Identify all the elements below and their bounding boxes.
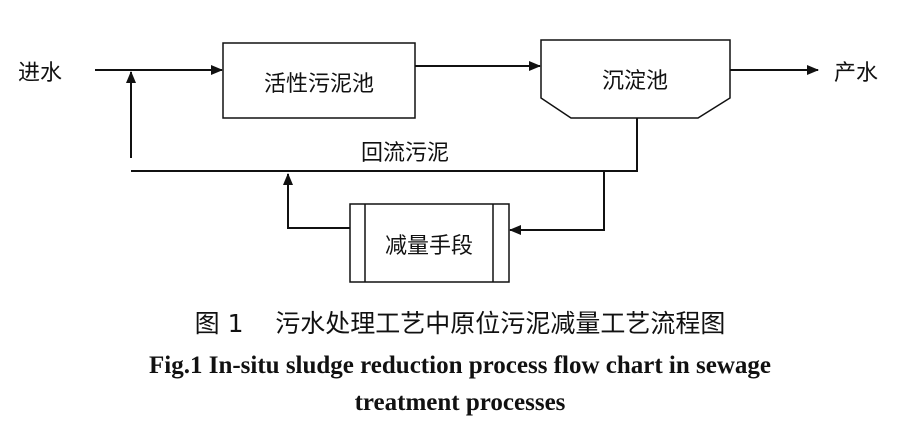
return-sludge-line xyxy=(131,118,638,172)
caption-english-line1: Fig.1 In-situ sludge reduction process f… xyxy=(149,352,771,379)
reduction-method-box xyxy=(349,203,510,283)
caption-english-line2: treatment processes xyxy=(355,389,566,416)
reduction-return-arrow xyxy=(283,173,350,229)
outflow-label: 产水 xyxy=(834,61,878,86)
reduction-method-label: 减量手段 xyxy=(385,234,473,259)
caption-chinese: 图 1 污水处理工艺中原位污泥减量工艺流程图 xyxy=(195,309,726,338)
inflow-label: 进水 xyxy=(18,61,62,86)
settling-tank-shape xyxy=(540,39,731,119)
branch-to-reduction-arrow xyxy=(509,171,605,235)
return-sludge-label: 回流污泥 xyxy=(361,141,449,166)
activated-sludge-tank-label: 活性污泥池 xyxy=(264,72,374,97)
activated-sludge-tank-box xyxy=(222,42,416,119)
settling-tank-label: 沉淀池 xyxy=(602,69,668,94)
